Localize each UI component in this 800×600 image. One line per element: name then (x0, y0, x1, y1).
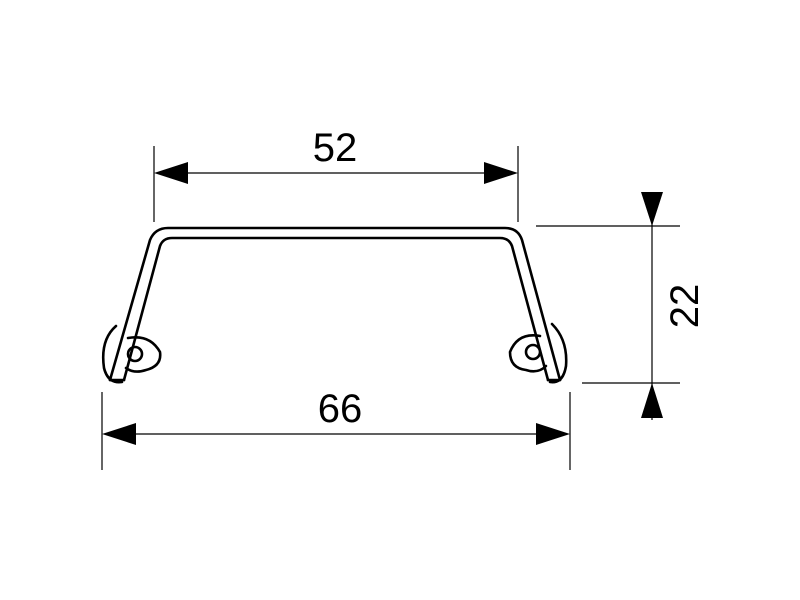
right-clip-loop (508, 334, 548, 373)
dimension-height: 22 (536, 192, 707, 420)
dimension-label-height: 22 (663, 284, 707, 329)
arrowhead-height-bottom (641, 383, 663, 418)
right-clip-pin (524, 343, 542, 361)
profile-outer-contour (108, 226, 562, 382)
channel-profile (108, 226, 562, 382)
right-clip-body (548, 322, 568, 384)
left-clip-pin (126, 345, 144, 363)
arrowhead-height-top (641, 192, 663, 226)
arrowhead-bottom-right (536, 423, 570, 445)
left-hinge-clip (101, 324, 162, 384)
arrowhead-bottom-left (102, 423, 136, 445)
left-clip-loop (124, 336, 162, 373)
dimension-label-bottom-width: 66 (318, 387, 363, 431)
arrowhead-top-left (154, 162, 188, 184)
right-hinge-clip (508, 322, 568, 384)
profile-inner-contour (122, 236, 550, 382)
left-clip-body (101, 324, 124, 384)
dimension-label-top-width: 52 (313, 126, 358, 170)
dimension-bottom-width: 66 (101, 387, 571, 470)
dimension-top-width: 52 (153, 126, 519, 222)
arrowhead-top-right (484, 162, 518, 184)
